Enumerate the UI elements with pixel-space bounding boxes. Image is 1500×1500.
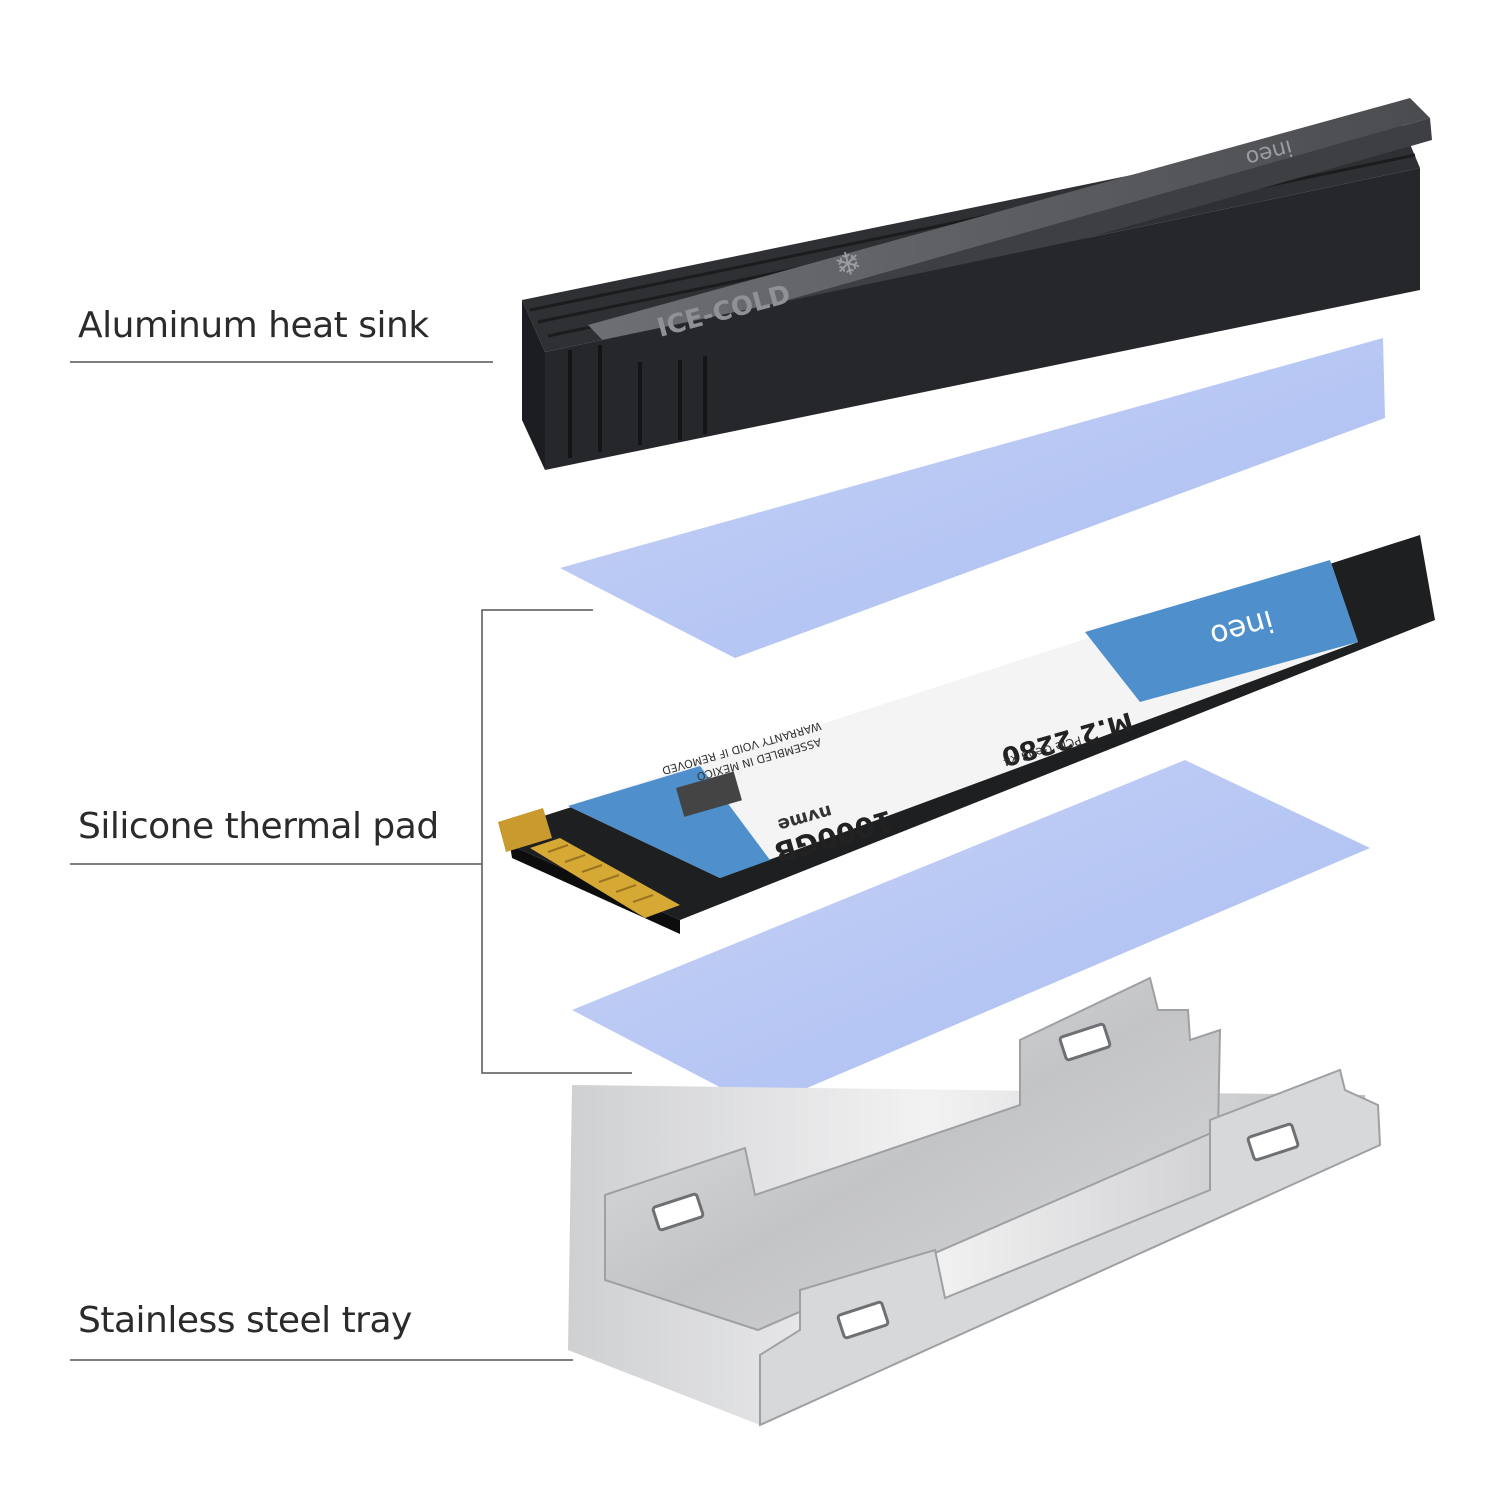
gold-contacts [498,808,680,918]
thermal-pad-top [560,338,1385,658]
heat-sink: ICE-COLD ineo ❄ [522,98,1432,470]
thermal-pad-bottom [572,760,1370,1108]
tray-clips [651,1022,1300,1340]
heat-sink-label: Aluminum heat sink [78,305,429,346]
qr-code-icon [676,771,742,817]
tray-label: Stainless steel tray [78,1300,412,1341]
leader-lines [70,361,632,1361]
stainless-steel-tray [568,976,1382,1427]
thermal-pad-label: Silicone thermal pad [78,806,439,847]
ssd: ineo M.2 2280 PCIe Gen3 x4 1000GB nvme W… [498,535,1435,934]
thermal-pad-bracket [481,609,632,1074]
